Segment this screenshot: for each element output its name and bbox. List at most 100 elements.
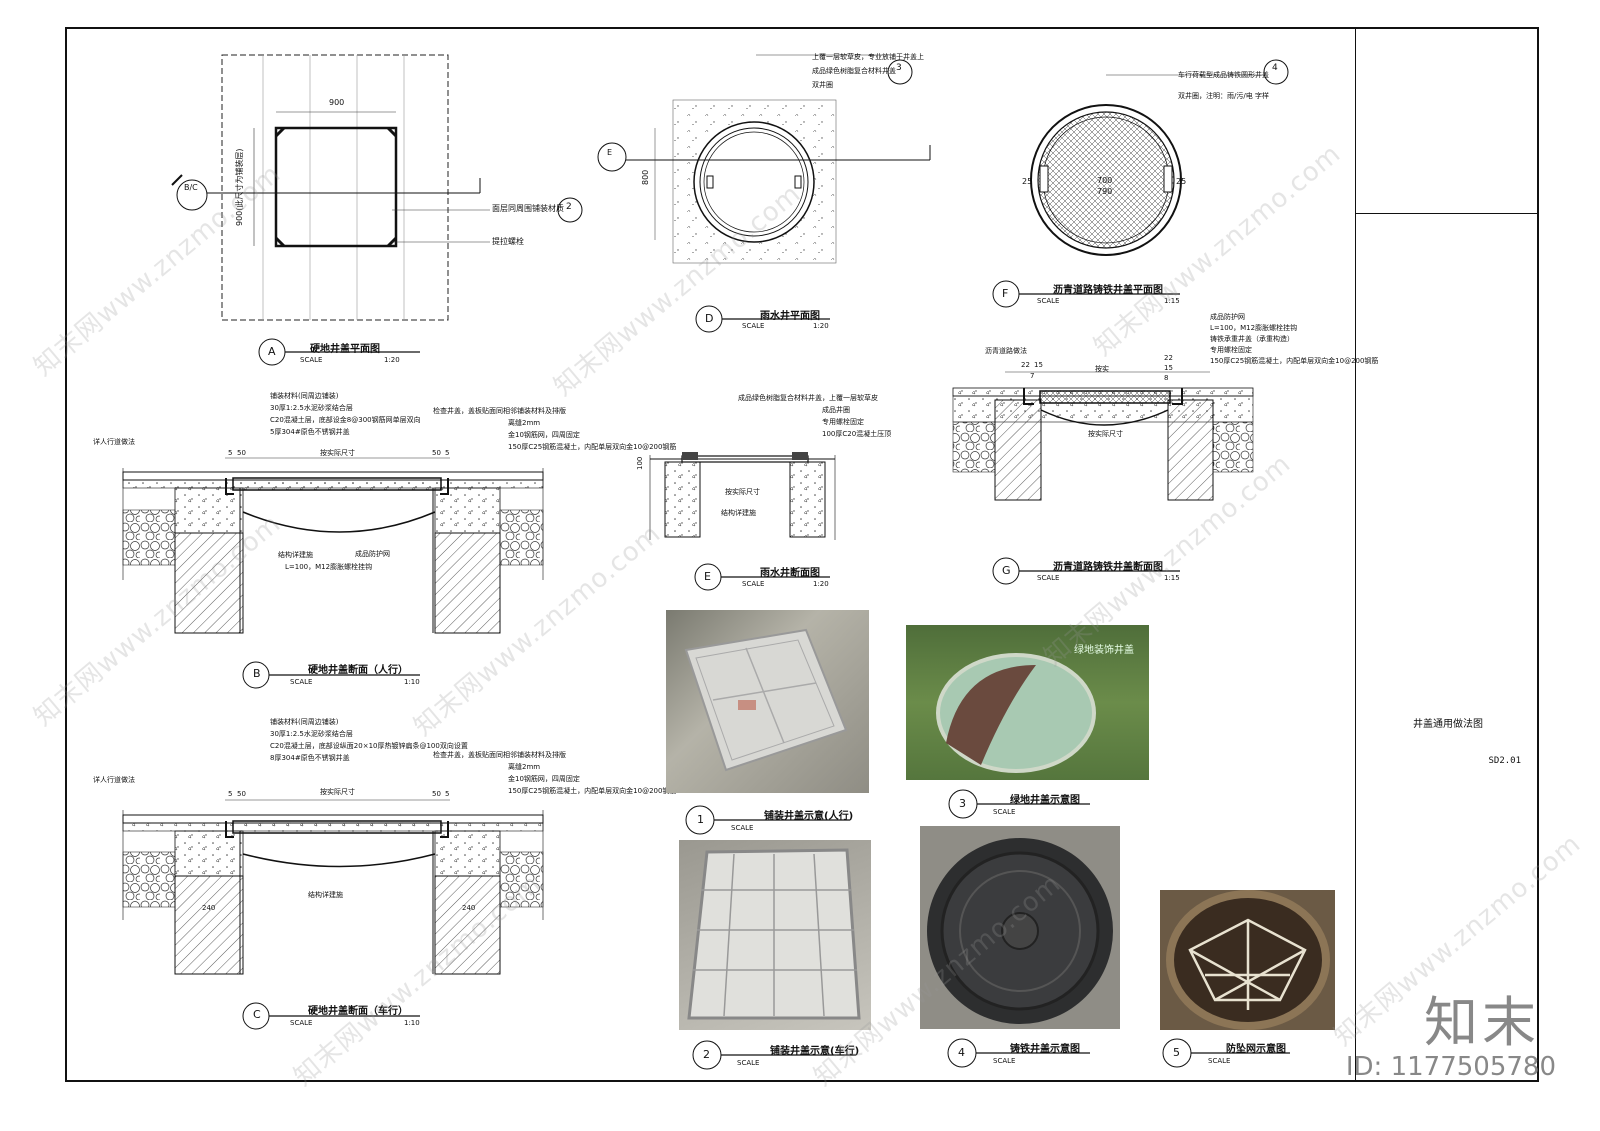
section-e-dim-height: 100 <box>636 456 644 470</box>
photo-safety-net-art <box>1166 890 1330 1030</box>
section-e-dim-center: 按实际尺寸 <box>725 488 760 496</box>
view-f-scale: 1:15 <box>1164 297 1180 305</box>
section-c-dim-3: 50 <box>432 790 441 798</box>
photo-5-id: 5 <box>1173 1046 1180 1059</box>
view-e-id: E <box>704 570 711 583</box>
view-g-id: G <box>1002 564 1011 577</box>
photo-cast-iron-cover-art <box>927 838 1113 1024</box>
section-c-note-right-2: 离缝2mm <box>508 763 541 771</box>
section-c-note-top-2: 30厚1:2.5水泥砂浆结合层 <box>270 730 353 738</box>
section-g-dim-2: 15 <box>1034 361 1043 369</box>
plan-d-note-1: 上覆一层软草皮，专业放铺于井盖上 <box>812 53 924 61</box>
section-e-note-3: 专用螺栓固定 <box>822 418 864 426</box>
view-g-title: 沥青道路铸铁井盖断面图 <box>1053 562 1163 573</box>
section-c <box>122 799 544 1030</box>
section-c-dim-wall-right: 240 <box>462 904 476 912</box>
sheet-code: SD2.01 <box>1488 756 1521 766</box>
view-c-title: 硬地井盖断面（车行） <box>308 1006 408 1017</box>
section-b-note-right-4: 150厚C25钢筋混凝土，内配单层双向金10@200钢筋 <box>508 443 677 451</box>
section-b-note-top-1: 铺装材料(同周边铺装) <box>270 392 339 400</box>
section-g-note-4: 专用螺栓固定 <box>1210 346 1252 354</box>
section-g-notes: 成品防护网 L=100，M12膨胀螺栓挂钩 铸铁承重井盖（承重构造） 专用螺栓固… <box>1210 312 1378 367</box>
photo-cast-iron-cover <box>920 826 1120 1029</box>
photo-2-title: 铺装井盖示意(车行) <box>770 1046 860 1057</box>
section-e-note-structure: 结构详建施 <box>721 509 756 517</box>
section-c-note-right-4: 150厚C25钢筋混凝土，内配单层双向金10@200钢筋 <box>508 787 677 795</box>
sheet-title: 井盖通用做法图 <box>1413 719 1483 730</box>
photo-green-cover: 绿地装饰井盖 <box>906 625 1149 780</box>
plan-f-note-2: 双井圈，注明：雨/污/电 字样 <box>1178 92 1269 100</box>
plan-d <box>597 54 931 333</box>
section-b-notes-right: 检查井盖，盖板贴面同相邻铺装材料及排版 离缝2mm 金10钢筋网，四周固定 15… <box>433 405 676 453</box>
view-a-scale: 1:20 <box>384 356 400 364</box>
photo-green-cover-caption: 绿地装饰井盖 <box>1074 645 1134 656</box>
section-b-dim-1: 5 <box>228 449 233 457</box>
photo-safety-net <box>1160 890 1335 1030</box>
section-g-note-3: 铸铁承重井盖（承重构造） <box>1210 335 1294 343</box>
view-d-title: 雨水井平面图 <box>760 311 820 322</box>
section-c-dim-center: 按实际尺寸 <box>320 788 355 796</box>
plan-a <box>171 54 583 366</box>
view-f-title: 沥青道路铸铁井盖平面图 <box>1053 285 1163 296</box>
view-c-id: C <box>253 1008 261 1021</box>
photo-4-title: 铸铁井盖示意图 <box>1010 1044 1080 1055</box>
section-g <box>952 371 1254 585</box>
section-g-note-1: 成品防护网 <box>1210 313 1245 321</box>
plan-f-dim-inner: 700 <box>1097 176 1113 185</box>
plan-f-ref-mark: 4 <box>1272 63 1278 73</box>
photo-2-id: 2 <box>703 1048 710 1061</box>
section-c-note-right-3: 金10钢筋网，四周固定 <box>508 775 580 783</box>
section-g-dim-4: 15 <box>1164 364 1173 372</box>
plan-d-note-2: 成品绿色树脂复合材料井盖 <box>812 67 896 75</box>
plan-a-ref-mark: 2 <box>566 202 572 212</box>
plan-a-note-2: 提拉螺栓 <box>492 237 524 246</box>
section-c-note-top-3: C20混凝土层，底部设纵面20×10厚热镀锌扁条@100双向设置 <box>270 742 468 750</box>
view-g-scale-label: SCALE <box>1037 574 1060 582</box>
brand-logo: 知末 <box>1424 991 1540 1054</box>
section-b-note-bolt: L=100，M12膨胀螺栓挂钩 <box>285 563 373 571</box>
plan-f-note-1: 车行荷载型成品铸铁圆形井盖 <box>1178 71 1269 79</box>
view-a-title: 硬地井盖平面图 <box>310 344 380 355</box>
section-g-note-5: 150厚C25钢筋混凝土，内配单层双向金10@200钢筋 <box>1210 357 1379 365</box>
photo-3-title: 绿地井盖示意图 <box>1010 795 1080 806</box>
view-d-scale-label: SCALE <box>742 322 765 330</box>
section-b-dim-4: 5 <box>445 449 450 457</box>
section-b <box>122 457 544 689</box>
section-c-dim-2: 50 <box>237 790 246 798</box>
plan-a-note-1: 面层同周围铺装材质 <box>492 204 564 213</box>
section-e <box>649 452 836 591</box>
view-e-scale: 1:20 <box>813 580 829 588</box>
section-e-note-2: 成品井圈 <box>822 406 850 414</box>
drawing-frame <box>65 27 1539 1082</box>
plan-f-dim-outer: 790 <box>1097 187 1113 196</box>
section-b-note-net: 成品防护网 <box>355 550 390 558</box>
section-b-dim-center: 按实际尺寸 <box>320 449 355 457</box>
photo-4-scale-label: SCALE <box>993 1057 1016 1065</box>
photo-4-id: 4 <box>958 1046 965 1059</box>
section-g-note-left: 沥青道路做法 <box>985 347 1027 355</box>
section-c-dim-4: 5 <box>445 790 450 798</box>
section-e-note-4: 100厚C20混凝土压顶 <box>822 430 892 438</box>
view-e-scale-label: SCALE <box>742 580 765 588</box>
section-c-dim-1: 5 <box>228 790 233 798</box>
section-g-dim-top: 按实 <box>1095 365 1109 373</box>
photo-1-title: 铺装井盖示意(人行) <box>764 811 854 822</box>
view-c-scale: 1:10 <box>404 1019 420 1027</box>
photo-1-scale-label: SCALE <box>731 824 754 832</box>
view-g-scale: 1:15 <box>1164 574 1180 582</box>
plan-a-section-mark: B/C <box>184 183 198 192</box>
section-b-note-structure: 结构详建施 <box>278 551 313 559</box>
plan-d-section-mark: E <box>607 148 613 157</box>
plan-d-ref-mark: 3 <box>896 63 902 73</box>
view-b-scale-label: SCALE <box>290 678 313 686</box>
plan-f-dim-edge-left: 25 <box>1022 177 1033 186</box>
photo-5-scale-label: SCALE <box>1208 1057 1231 1065</box>
section-c-note-right-1: 检查井盖，盖板贴面同相邻铺装材料及排版 <box>433 751 566 759</box>
photo-5-title: 防坠网示意图 <box>1226 1044 1286 1055</box>
photo-vehicle-cover-art <box>687 848 861 1020</box>
section-c-note-top-4: 8厚304#原色不锈钢井盖 <box>270 754 350 762</box>
section-b-note-top-4: 5厚304#原色不锈钢井盖 <box>270 428 350 436</box>
section-b-dim-2: 50 <box>237 449 246 457</box>
section-b-note-right-3: 金10钢筋网，四周固定 <box>508 431 580 439</box>
